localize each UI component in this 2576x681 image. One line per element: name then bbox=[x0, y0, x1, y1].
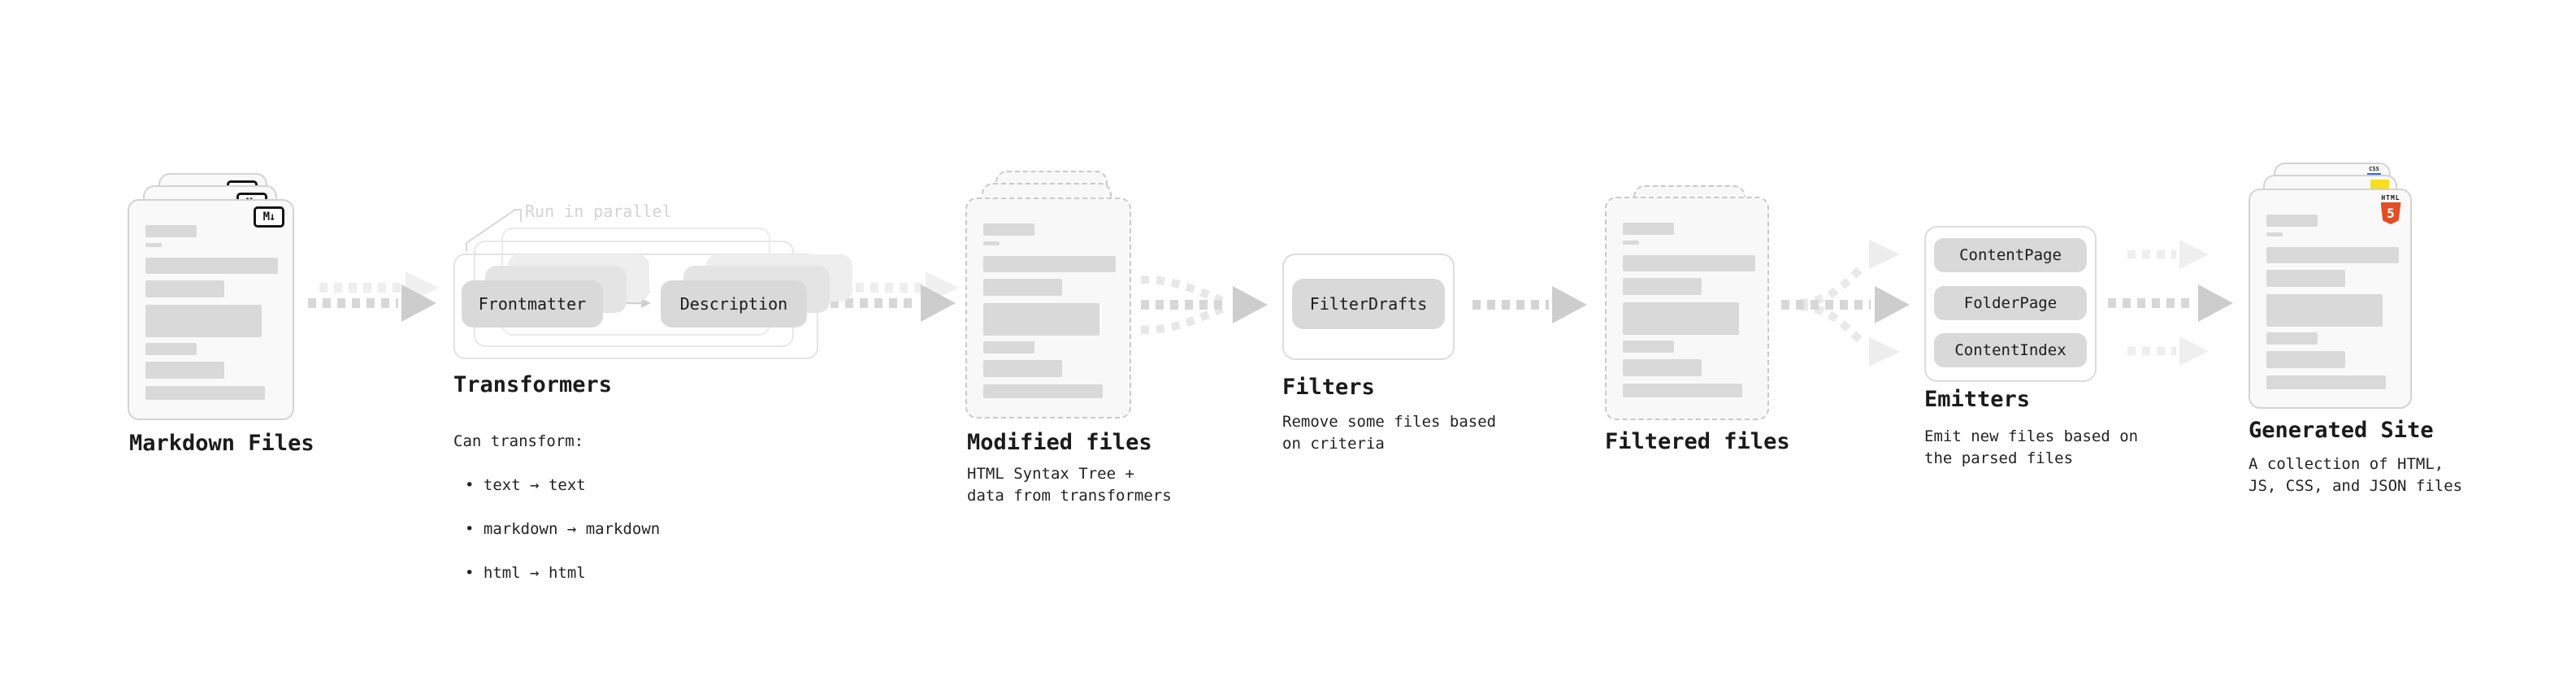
section-label: Filters bbox=[1282, 375, 1375, 400]
text-line-bar bbox=[983, 241, 1000, 245]
css-icon-word: CSS bbox=[2369, 166, 2379, 172]
text-line-bar bbox=[1623, 223, 1674, 235]
transform-bullet: • text → text bbox=[465, 476, 586, 494]
html5-icon-shield: 5 bbox=[2380, 202, 2401, 224]
text-line-bar bbox=[145, 305, 262, 337]
text-line-bar bbox=[1623, 359, 1702, 376]
arrow-markdown-to-transformers bbox=[308, 271, 439, 322]
run-in-parallel-annotation: Run in parallel bbox=[525, 202, 672, 221]
section-label: Transformers bbox=[453, 372, 613, 397]
section-label: Emitters bbox=[1924, 387, 2031, 412]
markdown-icon: M↓ bbox=[254, 206, 284, 228]
arrow-filtered-to-emitters bbox=[1781, 240, 1910, 367]
section-subtitle: HTML Syntax Tree + data from transformer… bbox=[967, 465, 1172, 505]
text-line-bar bbox=[2266, 215, 2318, 227]
document-card-front: M↓ bbox=[128, 199, 294, 420]
text-line-bar bbox=[1623, 241, 1639, 245]
section-label: Modified files bbox=[967, 430, 1152, 455]
arrow-emitters-to-generated bbox=[2108, 240, 2233, 366]
section-subtitle: Emit new files based on the parsed files bbox=[1924, 427, 2139, 467]
text-line-bar bbox=[1623, 278, 1702, 295]
text-line-bar bbox=[983, 303, 1099, 336]
text-line-bar bbox=[2266, 232, 2283, 236]
text-line-bar bbox=[145, 243, 162, 247]
text-line-bar bbox=[983, 341, 1034, 354]
js-icon bbox=[2370, 180, 2389, 189]
text-line-bar bbox=[145, 225, 197, 237]
html5-icon-number: 5 bbox=[2387, 206, 2395, 221]
text-line-bar bbox=[1623, 340, 1674, 353]
text-line-bar bbox=[2266, 332, 2318, 345]
arrow-modified-to-filters bbox=[1140, 275, 1268, 334]
section-subtitle: A collection of HTML, JS, CSS, and JSON … bbox=[2249, 455, 2463, 495]
emitter-folderpage-pill: FolderPage bbox=[1934, 286, 2087, 320]
text-line-bar bbox=[145, 343, 197, 355]
text-line-bar bbox=[2266, 351, 2345, 368]
text-line-bar bbox=[2266, 375, 2386, 389]
text-line-bar bbox=[145, 386, 265, 400]
emitter-contentindex-pill: ContentIndex bbox=[1934, 333, 2087, 367]
html5-icon-word: HTML bbox=[2381, 194, 2400, 202]
section-subtitle: Can transform: • text → text • markdown … bbox=[453, 409, 660, 606]
text-line-bar bbox=[983, 256, 1116, 272]
text-line-bar bbox=[2266, 247, 2399, 263]
text-line-bar bbox=[1623, 302, 1739, 335]
filter-filterdrafts-pill: FilterDrafts bbox=[1292, 279, 1445, 329]
text-line-bar bbox=[983, 223, 1034, 236]
section-subtitle: Remove some files based on criteria bbox=[1282, 413, 1497, 453]
text-line-bar bbox=[1623, 384, 1742, 397]
text-line-bar bbox=[2266, 294, 2383, 327]
text-line-bar bbox=[983, 279, 1062, 296]
transformer-description-pill: Description bbox=[661, 280, 807, 327]
transform-bullet: • markdown → markdown bbox=[465, 520, 661, 538]
can-transform-heading: Can transform: bbox=[453, 432, 584, 450]
transformer-frontmatter-pill: Frontmatter bbox=[462, 280, 603, 327]
text-line-bar bbox=[145, 280, 224, 297]
document-card-front: HTML 5 bbox=[2249, 189, 2412, 409]
css-icon-underline bbox=[2367, 173, 2381, 176]
section-label: Filtered files bbox=[1605, 429, 1790, 454]
text-line-bar bbox=[145, 258, 278, 274]
text-line-bar bbox=[145, 362, 224, 379]
document-card-front bbox=[1605, 197, 1769, 420]
text-line-bar bbox=[983, 384, 1103, 398]
section-label: Generated Site bbox=[2249, 418, 2434, 443]
emitter-contentpage-pill: ContentPage bbox=[1934, 238, 2087, 272]
transform-bullet: • html → html bbox=[465, 564, 586, 582]
html5-icon: HTML 5 bbox=[2379, 194, 2403, 224]
text-line-bar bbox=[2266, 270, 2345, 287]
css-icon: CSS bbox=[2367, 167, 2381, 176]
arrow-filters-to-filtered bbox=[1472, 286, 1587, 323]
section-label: Markdown Files bbox=[129, 431, 314, 456]
text-line-bar bbox=[983, 360, 1062, 377]
text-line-bar bbox=[1623, 255, 1755, 271]
document-card-front bbox=[965, 197, 1131, 419]
